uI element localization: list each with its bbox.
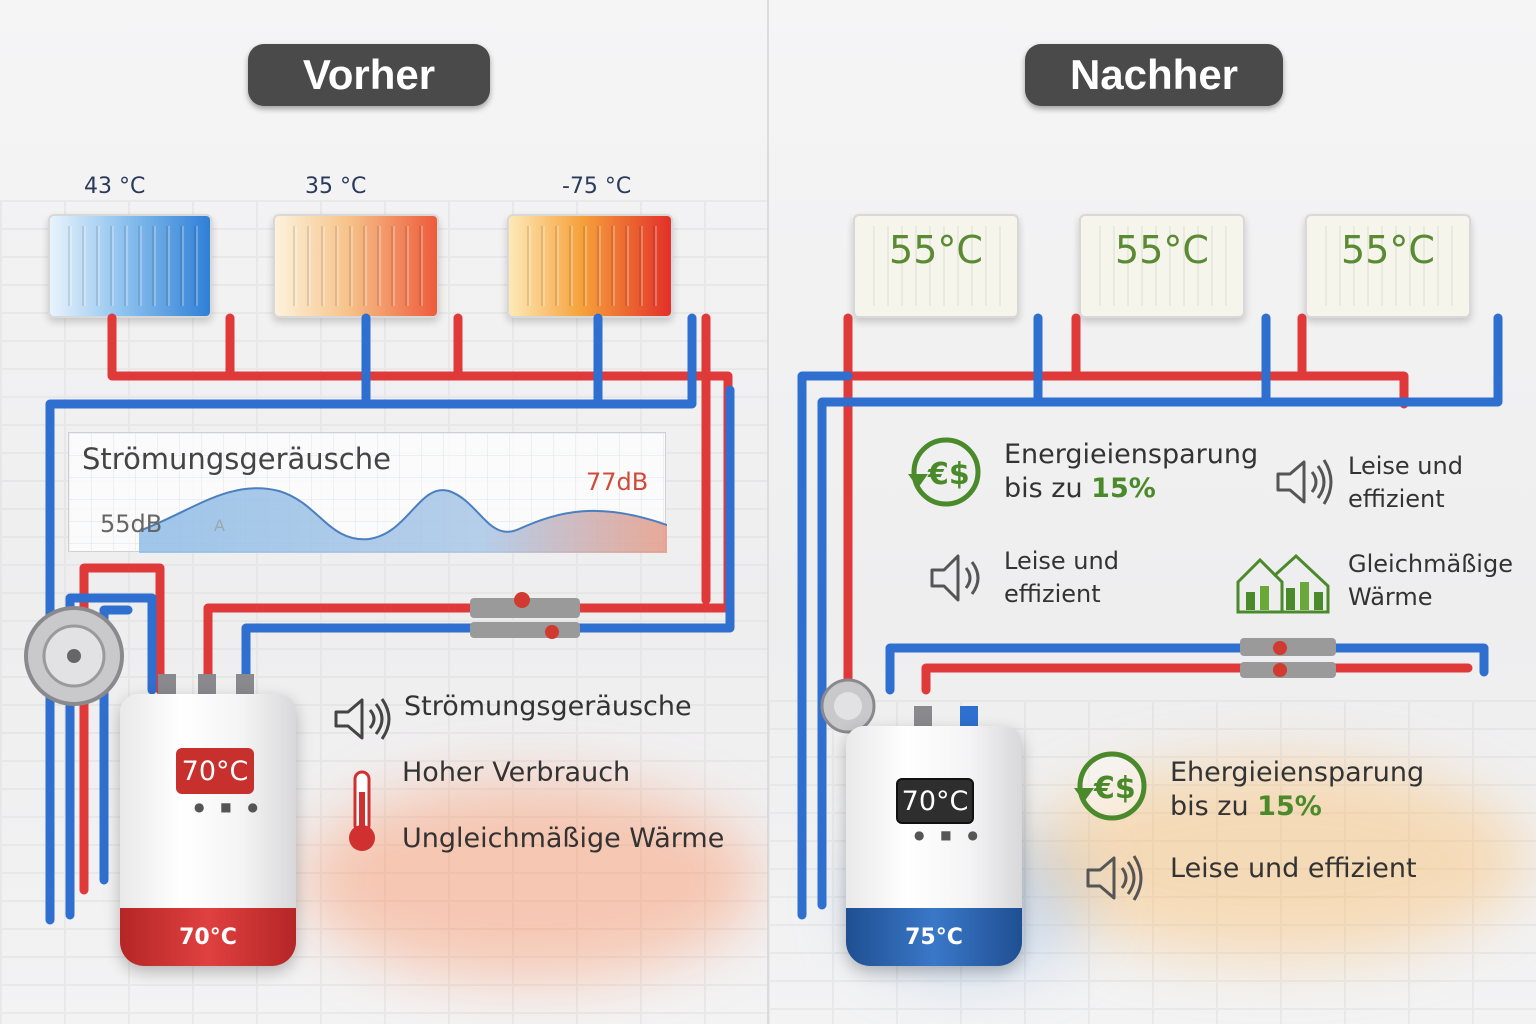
pipe-network-after	[797, 313, 1503, 920]
speaker-icon	[1086, 855, 1143, 901]
feature-even-heat: Gleichmäßige Wärme	[1348, 550, 1513, 611]
speaker-icon	[1276, 459, 1333, 505]
panel-divider	[767, 0, 769, 1024]
noise-chart-title: Strömungsgeräusche	[82, 442, 391, 476]
heat-glow	[300, 780, 760, 980]
feature-savings-bottom: Ehergieiensparung bis zu 15%	[1170, 757, 1425, 822]
radiator-hot	[507, 214, 673, 318]
feature-quiet-bottom: Leise und effizient	[1170, 853, 1417, 884]
noise-wave	[69, 433, 667, 553]
boiler-display: 70°C	[176, 748, 254, 794]
svg-text:€$: €$	[1093, 771, 1136, 806]
boiler-controls: ● ■ ●	[914, 828, 984, 842]
pump	[820, 678, 876, 734]
feature-quiet-middle: Leise und effizient	[1004, 547, 1119, 608]
noise-max-label: 77dB	[586, 468, 649, 496]
boiler-before: 70°C ● ■ ● 70°C	[120, 694, 296, 966]
house-heat-icon	[1236, 553, 1330, 614]
radiator-cold	[48, 214, 212, 318]
radiator-balanced-3: 55°C	[1305, 214, 1471, 318]
radiator-3-temp: -75 °C	[562, 174, 632, 199]
feature-consumption: Hoher Verbrauch	[402, 757, 631, 788]
valve-group	[1240, 638, 1336, 678]
speaker-icon	[334, 698, 391, 740]
boiler-base: 75°C	[846, 908, 1022, 966]
radiator-2-temp: 35 °C	[305, 174, 367, 199]
pipe-network-before	[24, 313, 735, 925]
radiator-balanced-2: 55°C	[1079, 214, 1245, 318]
radiator-1-temp: 55°C	[889, 228, 983, 272]
radiator-2-temp: 55°C	[1115, 228, 1209, 272]
euro-savings-icon: €$	[908, 437, 981, 507]
radiator-1-temp: 43 °C	[84, 174, 146, 199]
speaker-icon	[930, 554, 980, 602]
pump	[24, 606, 124, 706]
boiler-base: 70°C	[120, 908, 296, 966]
feature-uneven-heat: Ungleichmäßige Wärme	[402, 823, 725, 854]
before-title: Vorher	[248, 44, 490, 106]
boiler-display: 70°C	[896, 778, 974, 824]
radiator-3-temp: 55°C	[1341, 228, 1435, 272]
euro-savings-icon: €$	[1074, 751, 1147, 821]
valve-group	[470, 592, 580, 639]
boiler-controls: ● ■ ●	[194, 800, 264, 814]
noise-min-label: 55dB	[100, 510, 163, 538]
radiator-balanced-1: 55°C	[853, 214, 1019, 318]
before-panel: Vorher 43 °C 35 °C -75 °C	[0, 44, 768, 1024]
noise-chart	[68, 432, 667, 553]
svg-text:€$: €$	[927, 457, 970, 492]
feature-savings-top: Energieiensparung bis zu 15%	[1004, 439, 1259, 504]
thermometer-icon	[349, 770, 375, 851]
boiler-after: 70°C ● ■ ● 75°C	[846, 726, 1022, 966]
after-panel: Nachher 55°C 55°C 55°C	[768, 0, 1536, 1024]
radiator-mixed	[273, 214, 439, 318]
feature-quiet-top: Leise und effizient	[1348, 452, 1463, 513]
feature-noise: Strömungsgeräusche	[404, 691, 692, 722]
after-title: Nachher	[1025, 44, 1283, 106]
noise-marker: A	[214, 516, 225, 535]
